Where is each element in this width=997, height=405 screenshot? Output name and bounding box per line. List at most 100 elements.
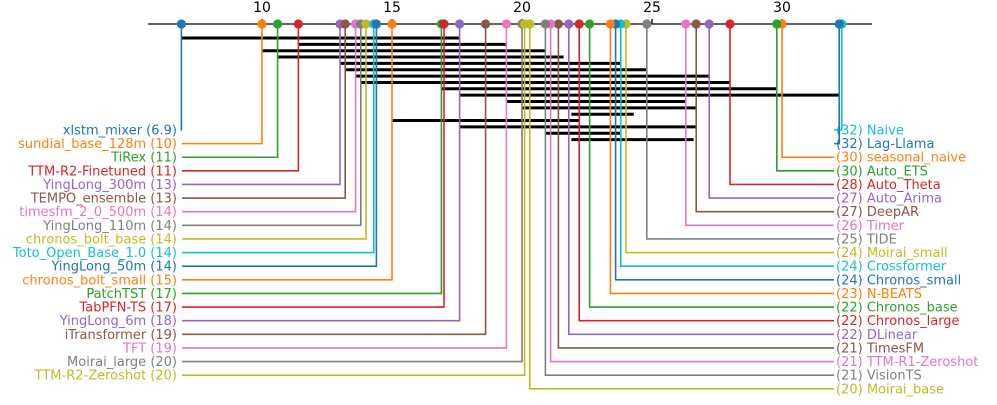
model-label: (22) Chronos_large	[836, 314, 960, 329]
rank-dot	[481, 19, 491, 29]
model-connector	[182, 24, 357, 213]
model-connector	[182, 24, 445, 308]
rank-dot	[681, 19, 691, 29]
model-label: (22) Chronos_base	[836, 301, 958, 316]
model-connector	[182, 24, 375, 254]
model-chronos-bolt-base: chronos_bolt_base (14)	[26, 19, 371, 247]
model-tft: TFT (19)	[122, 19, 511, 356]
rank-dot	[553, 19, 564, 29]
model-xlstm-mixer: xlstm_mixer (6.9)	[63, 19, 186, 139]
model-connector	[708, 24, 834, 199]
model-label: (32) Naive	[836, 124, 904, 139]
rank-dot	[605, 19, 616, 29]
model-label: TiRex (11)	[110, 151, 177, 166]
model-connector	[182, 24, 461, 322]
model-label: (25) TIDE	[836, 232, 897, 247]
model-connector	[182, 24, 300, 172]
rank-dot	[257, 19, 267, 29]
rank-dot	[371, 19, 381, 29]
model-label: (24) Moirai_small	[836, 246, 948, 261]
model-connector	[834, 24, 843, 131]
model-connector	[619, 24, 834, 268]
model-label: (24) Chronos_small	[836, 273, 961, 288]
model-dlinear: (22) DLinear	[564, 19, 918, 343]
model-tabpfn-ts: TabPFN-TS (17)	[78, 19, 449, 316]
model-connector	[834, 24, 841, 145]
model-connector	[182, 24, 508, 349]
model-label: (21) TimesFM	[836, 341, 924, 356]
model-lag-llama: (32) Lag-Llama	[834, 19, 934, 152]
rank-dot	[725, 19, 735, 29]
model-connector	[729, 24, 834, 186]
model-chronos-base: (22) Chronos_base	[585, 19, 958, 316]
model-connector	[182, 24, 347, 199]
rank-dot	[525, 19, 535, 29]
model-label: (24) Crossformer	[836, 260, 947, 275]
model-ttm-r2-zeroshot: TTM-R2-Zeroshot (20)	[34, 19, 530, 384]
rank-dot	[834, 19, 844, 29]
model-tirex: TiRex (11)	[110, 19, 283, 166]
model-label: sundial_base_128m (10)	[18, 137, 177, 152]
tick-label: 30	[773, 0, 791, 16]
model-connector	[578, 24, 834, 322]
model-label: Moirai_large (20)	[67, 355, 177, 370]
model-auto-arima: (27) Auto_Arima	[704, 19, 942, 207]
model-connector	[182, 24, 362, 227]
model-connector	[695, 24, 834, 213]
model-connector	[781, 24, 834, 159]
rank-dot	[585, 19, 595, 29]
model-label: (30) Auto_ETS	[836, 164, 928, 179]
model-label: (21) TTM-R1-Zeroshot	[836, 355, 978, 370]
model-label: TTM-R2-Zeroshot (20)	[34, 369, 177, 384]
model-label: chronos_bolt_small (15)	[22, 273, 177, 288]
model-connector	[182, 24, 279, 159]
tick-label: 20	[513, 0, 531, 16]
rank-dot	[340, 19, 350, 29]
model-label: TabPFN-TS (17)	[78, 301, 177, 316]
model-connector	[528, 24, 834, 390]
model-label: YingLong_110m (14)	[42, 219, 177, 234]
rank-dot	[564, 19, 574, 29]
rank-dot	[455, 19, 465, 29]
model-label: (23) N-BEATS	[836, 287, 922, 302]
model-label: (28) Auto_Theta	[836, 178, 941, 193]
rank-dot	[293, 19, 303, 29]
model-n-beats: (23) N-BEATS	[605, 19, 922, 302]
model-label: (32) Lag-Llama	[836, 137, 934, 152]
model-timesfm-2-0-500m: timesfm_2_0_500m (14)	[19, 19, 361, 220]
model-yinglong-50m: YingLong_50m (14)	[50, 19, 381, 275]
model-connector	[567, 24, 834, 336]
model-label: (20) Moirai_base	[836, 382, 944, 397]
rank-dot	[501, 19, 511, 29]
model-timer: (26) Timer	[681, 19, 905, 234]
model-label: timesfm_2_0_500m (14)	[19, 205, 177, 220]
model-sundial-base-128m: sundial_base_128m (10)	[18, 19, 267, 152]
tick-label: 10	[253, 0, 271, 16]
model-connector	[614, 24, 834, 281]
model-label: (21) VisionTS	[836, 369, 922, 384]
model-label: PatchTST (17)	[86, 287, 177, 302]
model-moirai-large: Moirai_large (20)	[67, 19, 527, 370]
model-connector	[182, 24, 393, 281]
rank-dot	[574, 19, 584, 29]
model-label: xlstm_mixer (6.9)	[63, 124, 177, 139]
model-ttm-r2-finetuned: TTM-R2-Finetuned (11)	[27, 19, 303, 179]
model-connector	[182, 24, 523, 363]
rank-dot	[361, 19, 371, 29]
model-connector	[544, 24, 834, 376]
model-connector	[182, 24, 526, 376]
model-label: (27) Auto_Arima	[836, 192, 942, 207]
model-connector	[609, 24, 834, 295]
rank-dot	[540, 19, 551, 29]
model-connector	[182, 24, 367, 240]
model-timesfm: (21) TimesFM	[553, 19, 924, 356]
rank-dot	[176, 19, 186, 29]
model-connector	[182, 24, 263, 145]
rank-dot	[273, 19, 283, 29]
rank-dot	[772, 19, 782, 29]
model-connector	[549, 24, 834, 363]
model-label: Toto_Open_Base_1.0 (14)	[12, 246, 177, 261]
model-tempo-ensemble: TEMPO_ensemble (13)	[30, 19, 350, 207]
model-label: (22) DLinear	[836, 328, 918, 343]
rank-dot	[387, 19, 397, 29]
